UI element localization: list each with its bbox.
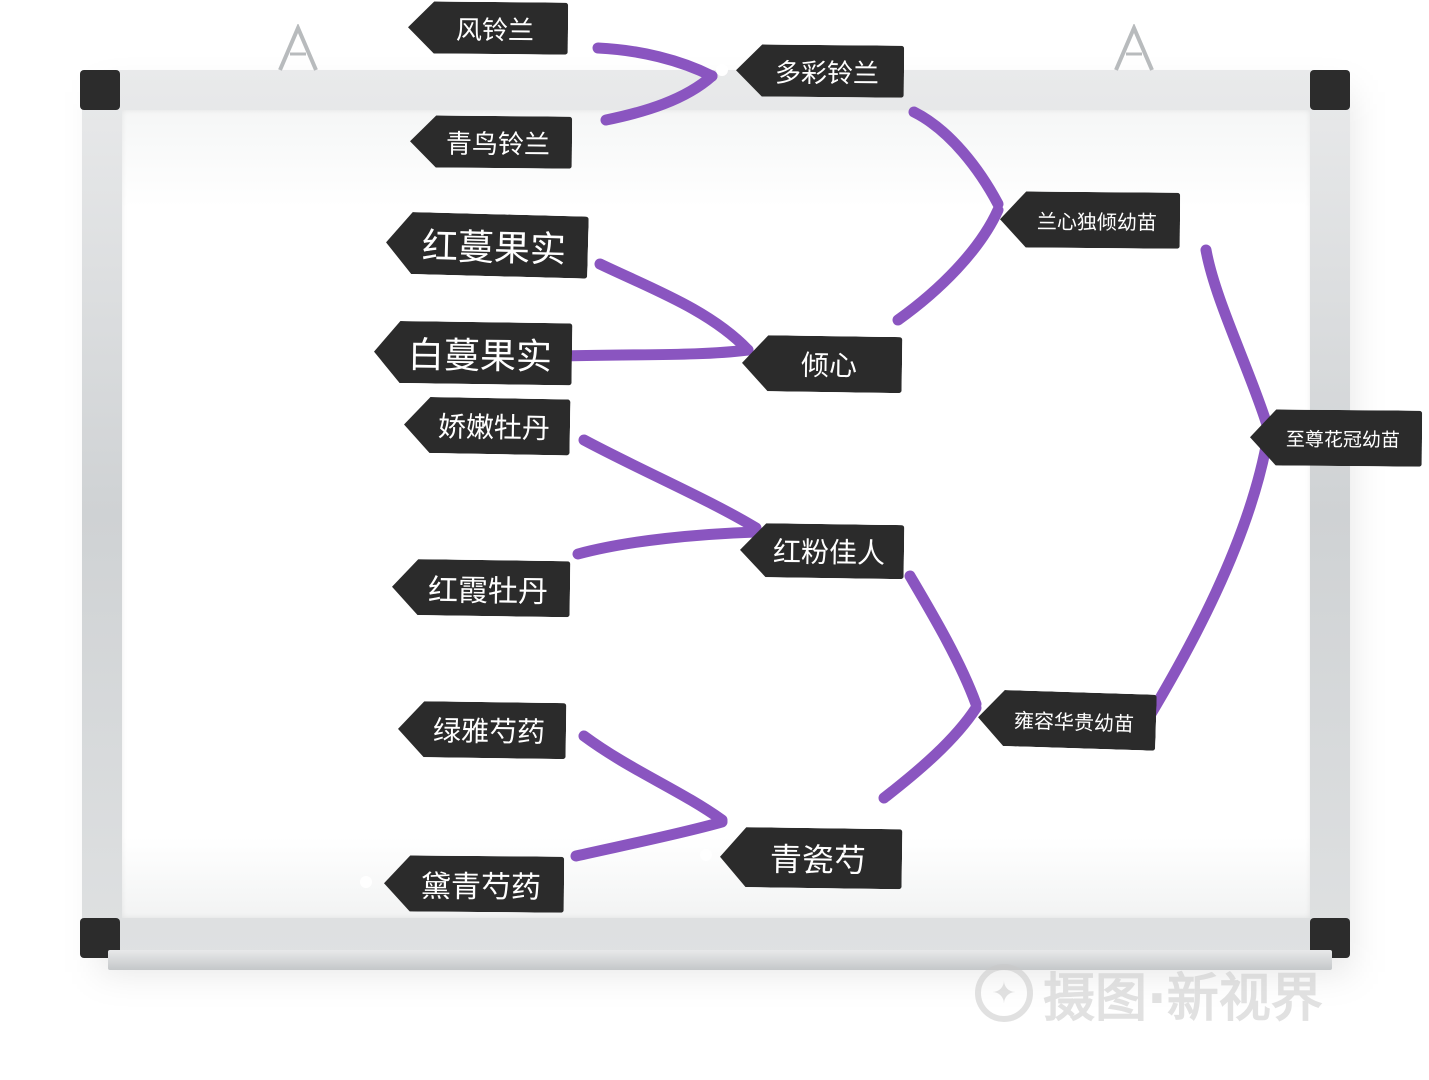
connector-hongxia-to-hongfen xyxy=(572,526,762,560)
connector-lvya-to-qingci xyxy=(578,730,728,826)
hanger-left xyxy=(278,24,318,71)
tag-hongman: 红蔓果实 xyxy=(385,211,589,278)
tag-zhizun: 至尊花冠幼苗 xyxy=(1250,409,1422,466)
connector-daiqing-to-qingci xyxy=(570,816,728,862)
junction-dot xyxy=(360,876,372,888)
frame-corner-top-right xyxy=(1310,70,1350,110)
connector-baiman-to-qingxin xyxy=(560,344,754,362)
tag-yongrong: 雍容华贵幼苗 xyxy=(977,689,1157,751)
tag-baiman: 白蔓果实 xyxy=(374,321,573,386)
junction-dot xyxy=(716,64,728,76)
connector-yongrong-to-zhizun xyxy=(1134,430,1274,738)
tag-qingniao: 青鸟铃兰 xyxy=(410,115,572,168)
connector-qingxin-to-lanxin xyxy=(892,204,1004,326)
hanger-right xyxy=(1114,24,1154,71)
tag-duocai: 多彩铃兰 xyxy=(736,44,904,97)
tag-qingci: 青瓷芍 xyxy=(720,827,903,890)
tag-daiqing: 黛青芍药 xyxy=(384,855,564,913)
connector-duocai-to-lanxin xyxy=(908,106,1004,210)
tag-lanxin: 兰心独倾幼苗 xyxy=(1000,191,1180,249)
connector-lanxin-to-zhizun xyxy=(1200,244,1274,434)
connector-hongfen-to-yongrong xyxy=(904,570,982,710)
watermark-text: 摄图·新视界 xyxy=(1043,968,1323,1029)
marker-tray xyxy=(108,950,1332,970)
tag-jiaonen: 娇嫩牡丹 xyxy=(404,397,571,456)
tag-hongfen: 红粉佳人 xyxy=(740,523,905,579)
junction-dot xyxy=(700,849,712,861)
tag-hongxia: 红霞牡丹 xyxy=(392,559,571,617)
watermark: ✦ 摄图·新视界 xyxy=(975,958,1323,1029)
connector-hongman-to-qingxin xyxy=(594,258,754,356)
connector-jiaonen-to-hongfen xyxy=(578,434,762,534)
connector-qingniao-to-duocai xyxy=(600,70,718,126)
connector-fengling-to-duocai xyxy=(592,42,718,82)
frame-corner-top-left xyxy=(80,70,120,110)
tag-fengling: 风铃兰 xyxy=(408,1,568,54)
connector-qingci-to-yongrong xyxy=(878,702,982,804)
tag-lvya: 绿雅芍药 xyxy=(398,701,567,759)
camera-aperture-icon: ✦ xyxy=(975,964,1033,1022)
tag-qingxin: 倾心 xyxy=(742,335,903,393)
